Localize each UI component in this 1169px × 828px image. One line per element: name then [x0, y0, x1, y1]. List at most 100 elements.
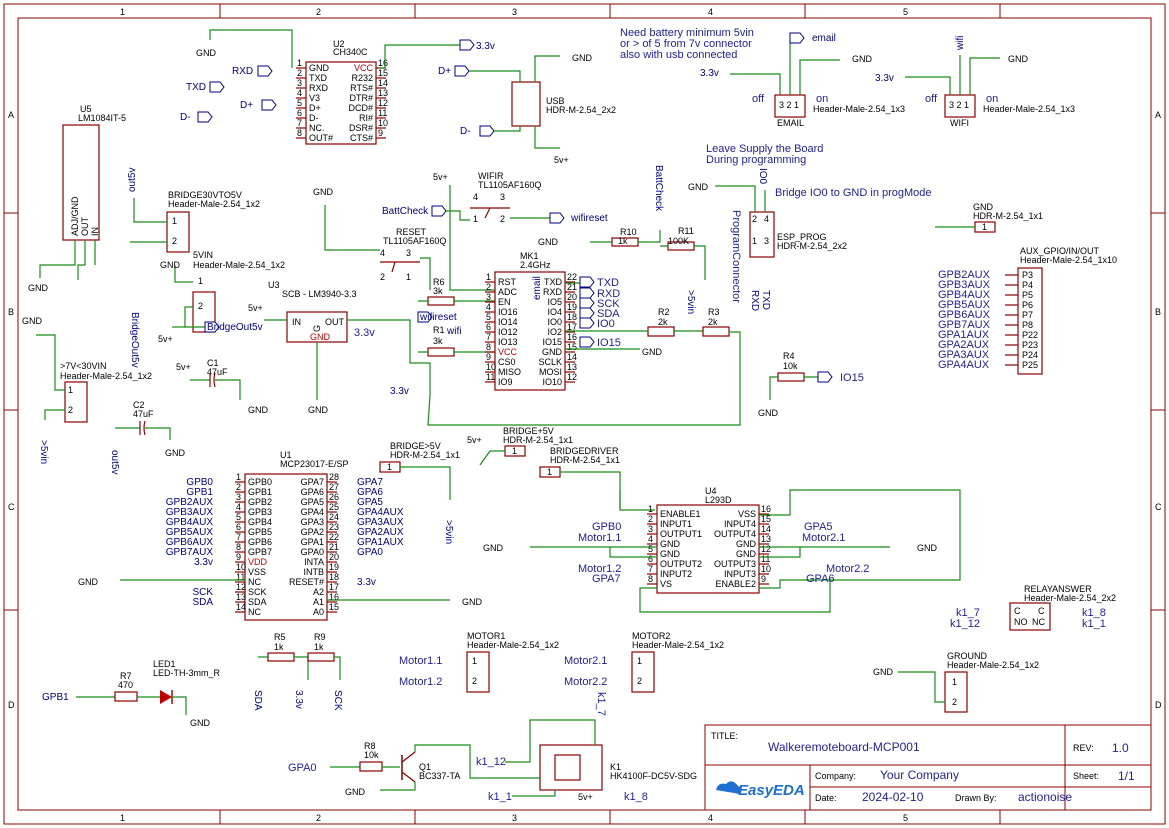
u1-left-net: GPB5AUX [166, 527, 214, 538]
email-switch-header: 3 2 1 EMAIL Header-Male-2.54_1x3 off on … [700, 32, 905, 128]
pin-name: GPB5 [248, 527, 272, 537]
svg-text:HDR-M-2.54_2x2: HDR-M-2.54_2x2 [777, 241, 847, 251]
svg-text:LED-TH-3mm_R: LED-TH-3mm_R [153, 668, 221, 678]
svg-text:2: 2 [172, 236, 177, 246]
svg-text:Header-Male-2.54_1x10: Header-Male-2.54_1x10 [1020, 255, 1117, 265]
svg-text:1: 1 [752, 236, 757, 246]
c1-capacitor: C1 47uF 5v+ GND [176, 358, 269, 415]
svg-text:5v+: 5v+ [176, 362, 191, 372]
title-block: TITLE: Walkeremoteboard-MCP001 REV: 1.0 … [704, 724, 1152, 811]
pin-number: 2 [236, 482, 241, 492]
svg-text:NO: NO [1014, 617, 1028, 627]
svg-text:CH340C: CH340C [333, 47, 368, 57]
svg-text:C: C [1014, 606, 1021, 616]
pin-name: V3 [309, 93, 320, 103]
svg-text:or > of 5 from 7v connector: or > of 5 from 7v connector [620, 38, 752, 50]
svg-text:4: 4 [380, 248, 385, 258]
pin-name: RTS# [350, 83, 373, 93]
pin-number: 27 [329, 482, 339, 492]
svg-text:GND: GND [873, 667, 894, 677]
pin-number: 16 [761, 504, 771, 514]
pin-number: 12 [761, 544, 771, 554]
note-battery: Need battery minimum 5vin [620, 27, 754, 39]
svg-text:2: 2 [68, 405, 73, 415]
pin-name: OUTPUT4 [714, 529, 756, 539]
svg-text:1: 1 [473, 214, 478, 224]
pin-number: 13 [236, 592, 246, 602]
svg-text:HK4100F-DC5V-SDG: HK4100F-DC5V-SDG [610, 771, 697, 781]
svg-text:D-: D- [460, 126, 471, 137]
svg-text:RESET: RESET [396, 227, 427, 237]
svg-text:D: D [1155, 700, 1162, 710]
svg-text:SDA: SDA [597, 308, 620, 320]
svg-text:GND: GND [165, 448, 186, 458]
pin-number: 14 [567, 352, 577, 362]
pin-number: 15 [329, 602, 339, 612]
svg-text:1: 1 [637, 656, 642, 666]
bridge5v-header: 1 BRIDGE>5V HDR-M-2.54_1x1 >5vin [379, 441, 460, 544]
svg-text:Date:: Date: [815, 793, 837, 803]
svg-text:5v+: 5v+ [248, 303, 263, 313]
svg-text:2: 2 [752, 214, 757, 224]
svg-text:Sheet:: Sheet: [1073, 771, 1099, 781]
svg-text:on: on [986, 93, 998, 105]
pin-number: 8 [486, 342, 491, 352]
svg-text:GND: GND [248, 405, 269, 415]
pin-name: GPB3 [248, 507, 272, 517]
svg-text:HDR-M-2.54_1x1: HDR-M-2.54_1x1 [503, 435, 573, 445]
svg-text:Q1: Q1 [419, 762, 431, 772]
col-label: 1 [120, 7, 125, 17]
pin-name: GPB4 [248, 517, 272, 527]
bridgep5v-header: 1 BRIDGE+5V HDR-M-2.54_1x1 5v+ [467, 426, 573, 466]
svg-text:1: 1 [120, 813, 125, 823]
svg-text:3: 3 [512, 813, 517, 823]
pin-name: R232 [351, 73, 373, 83]
r5-resistor: R5 1k SDA 3.3v [252, 632, 309, 711]
r2-resistor: R2 2k [565, 307, 703, 337]
pin-name: NC [248, 607, 261, 617]
svg-text:actionoise: actionoise [1018, 790, 1072, 804]
u1-left-net: GPB7AUX [166, 547, 214, 558]
svg-text:>7V<30VIN: >7V<30VIN [60, 361, 107, 371]
u5-regulator: U5 LM1084IT-5 ADJ/GND OUT IN GND [28, 104, 126, 293]
pin-number: 5 [297, 98, 302, 108]
pin-number: 13 [567, 362, 577, 372]
pin-name: IO9 [498, 377, 513, 387]
svg-text:R5: R5 [274, 632, 286, 642]
pin-number: 2 [297, 68, 302, 78]
pin-name: D+ [309, 103, 321, 113]
svg-text:3.3v: 3.3v [875, 73, 894, 84]
svg-text:OUT: OUT [80, 217, 90, 237]
pin-name: GPA6 [301, 487, 324, 497]
svg-text:2024-02-10: 2024-02-10 [862, 790, 924, 804]
pin-name: RST [498, 277, 517, 287]
svg-text:D: D [8, 700, 15, 710]
svg-text:ESP_PROG: ESP_PROG [777, 232, 827, 242]
pin-number: 4 [486, 302, 491, 312]
pin-name: VSS [248, 567, 266, 577]
svg-text:U4: U4 [705, 486, 717, 496]
pin-number: 10 [236, 562, 246, 572]
pin-number: 4 [648, 534, 653, 544]
pin-number: 18 [329, 572, 339, 582]
pin-number: 11 [236, 572, 245, 582]
pin-name: NC. [309, 123, 325, 133]
aux-net-label: GPA2AUX [938, 339, 990, 351]
svg-text:GPA5: GPA5 [804, 521, 833, 533]
svg-text:IN: IN [90, 227, 100, 236]
u1-right-net: GPA1AUX [357, 537, 404, 548]
svg-text:k1_1: k1_1 [488, 791, 512, 803]
pin-name: CS0 [498, 357, 516, 367]
svg-text:1: 1 [547, 467, 552, 477]
svg-text:R8: R8 [364, 741, 376, 751]
svg-text:2: 2 [952, 697, 957, 707]
pin-number: 20 [329, 552, 339, 562]
svg-text:wifi: wifi [955, 36, 966, 51]
u1-left-net: 3.3v [194, 557, 213, 568]
svg-text:BattCheck: BattCheck [382, 206, 429, 217]
svg-text:BRIDGE>5V: BRIDGE>5V [390, 441, 441, 451]
r9-resistor: R9 1k SCK [307, 632, 343, 711]
pin-number: 9 [486, 352, 491, 362]
